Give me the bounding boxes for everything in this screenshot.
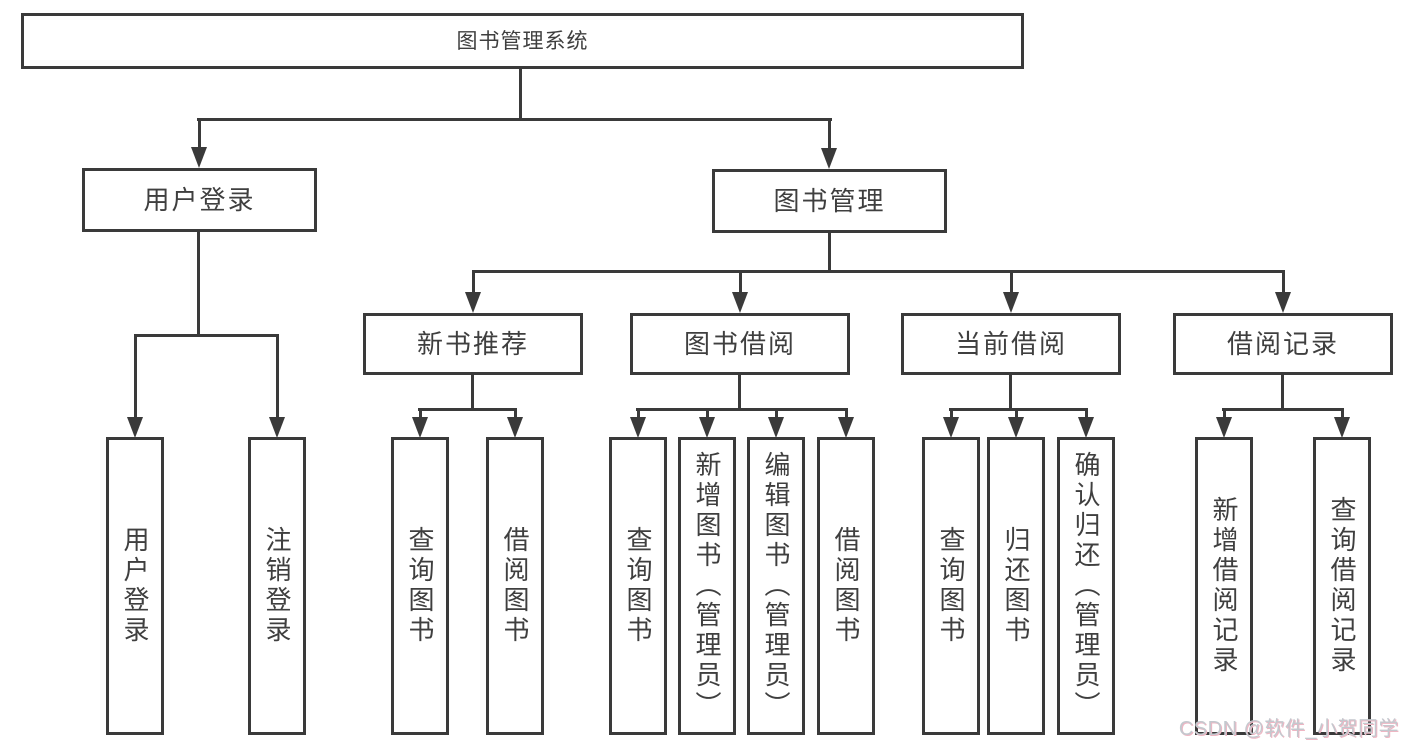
arrow-down-icon [768, 408, 784, 438]
node-current-borrowing: 当前借阅 [901, 313, 1121, 375]
arrow-down-icon [1078, 408, 1094, 438]
arrow-down-icon [191, 118, 207, 168]
node-leaf-user-login: 用户登录 [106, 437, 164, 735]
node-leaf-confirm-return-admin: 确认归还（管理员） [1057, 437, 1115, 735]
node-new-book-recommend-label: 新书推荐 [416, 329, 529, 359]
node-book-management: 图书管理 [712, 169, 947, 233]
node-book-management-label: 图书管理 [773, 186, 886, 216]
arrow-down-icon [838, 408, 854, 438]
connector-line [197, 118, 832, 121]
connector-line [134, 334, 279, 337]
node-leaf-borrowing-borrow-book: 借阅图书 [817, 437, 875, 735]
arrow-down-icon [269, 334, 285, 438]
node-user-login: 用户登录 [82, 168, 317, 232]
node-leaf-current-query-book-label: 查询图书 [936, 526, 966, 646]
node-borrowing-records: 借阅记录 [1173, 313, 1393, 375]
arrow-down-icon [821, 118, 837, 169]
node-leaf-add-borrow-record-label: 新增借阅记录 [1209, 496, 1239, 676]
connector-line [197, 232, 200, 337]
arrow-down-icon [412, 408, 428, 438]
node-root-label: 图书管理系统 [456, 29, 589, 53]
node-leaf-borrowing-query-book-label: 查询图书 [623, 526, 653, 646]
node-leaf-query-borrow-record: 查询借阅记录 [1313, 437, 1371, 735]
node-leaf-add-borrow-record: 新增借阅记录 [1195, 437, 1253, 735]
node-current-borrowing-label: 当前借阅 [954, 329, 1067, 359]
arrow-down-icon [1334, 408, 1350, 438]
arrow-down-icon [1003, 270, 1019, 313]
connector-line [1009, 375, 1012, 411]
connector-line [1222, 408, 1344, 411]
arrow-down-icon [507, 408, 523, 438]
node-leaf-edit-book-admin: 编辑图书（管理员） [747, 437, 805, 735]
arrow-down-icon [1275, 270, 1291, 313]
arrow-down-icon [127, 334, 143, 438]
arrow-down-icon [1216, 408, 1232, 438]
node-leaf-add-book-admin: 新增图书（管理员） [678, 437, 736, 735]
node-leaf-recommend-borrow-book-label: 借阅图书 [500, 526, 530, 646]
arrow-down-icon [699, 408, 715, 438]
connector-line [471, 375, 474, 411]
node-leaf-recommend-query-book-label: 查询图书 [405, 526, 435, 646]
node-leaf-logout-label: 注销登录 [262, 526, 292, 646]
node-book-borrowing-label: 图书借阅 [683, 329, 796, 359]
node-leaf-recommend-query-book: 查询图书 [391, 437, 449, 735]
arrow-down-icon [1008, 408, 1024, 438]
arrow-down-icon [630, 408, 646, 438]
connector-line [418, 408, 517, 411]
connector-line [472, 270, 1285, 273]
node-leaf-add-book-admin-label: 新增图书（管理员） [692, 451, 722, 721]
arrow-down-icon [943, 408, 959, 438]
node-user-login-label: 用户登录 [143, 185, 256, 215]
node-borrowing-records-label: 借阅记录 [1226, 329, 1339, 359]
node-leaf-recommend-borrow-book: 借阅图书 [486, 437, 544, 735]
node-leaf-logout: 注销登录 [248, 437, 306, 735]
node-root: 图书管理系统 [21, 13, 1024, 69]
connector-line [1281, 375, 1284, 411]
node-leaf-borrowing-borrow-book-label: 借阅图书 [831, 526, 861, 646]
node-leaf-edit-book-admin-label: 编辑图书（管理员） [761, 451, 791, 721]
connector-line [828, 233, 831, 273]
connector-line [636, 408, 848, 411]
node-leaf-query-borrow-record-label: 查询借阅记录 [1327, 496, 1357, 676]
node-leaf-current-query-book: 查询图书 [922, 437, 980, 735]
connector-line [519, 69, 522, 121]
connector-line [949, 408, 1088, 411]
node-new-book-recommend: 新书推荐 [363, 313, 583, 375]
node-leaf-return-book: 归还图书 [987, 437, 1045, 735]
arrow-down-icon [465, 270, 481, 313]
node-leaf-user-login-label: 用户登录 [120, 526, 150, 646]
arrow-down-icon [732, 270, 748, 313]
node-leaf-confirm-return-admin-label: 确认归还（管理员） [1071, 451, 1101, 721]
csdn-watermark: CSDN @软件_小贺同学 [1178, 718, 1399, 740]
node-leaf-borrowing-query-book: 查询图书 [609, 437, 667, 735]
connector-line [738, 375, 741, 411]
node-book-borrowing: 图书借阅 [630, 313, 850, 375]
node-leaf-return-book-label: 归还图书 [1001, 526, 1031, 646]
